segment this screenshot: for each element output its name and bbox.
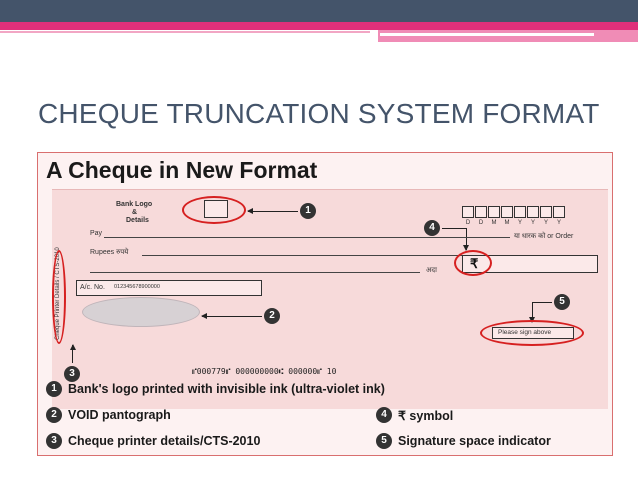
bank-logo-label-line3: Details: [126, 217, 149, 224]
date-box: [501, 206, 513, 218]
date-box: [540, 206, 552, 218]
header-accent-line: [0, 31, 370, 33]
cheque-image: Bank Logo & Details 1 D D M M Y Y Y Y 4 …: [52, 189, 608, 409]
bank-logo-label-line2: &: [132, 209, 138, 216]
void-pantograph-area: [82, 297, 200, 327]
arrow-2: [201, 313, 262, 319]
legend-text-2: VOID pantograph: [68, 408, 171, 422]
legend-badge-3: 3: [46, 433, 62, 449]
legend-text-1: Bank's logo printed with invisible ink (…: [68, 382, 385, 396]
date-box: [462, 206, 474, 218]
arrow-1: [247, 208, 298, 214]
slide-title: CHEQUE TRUNCATION SYSTEM FORMAT: [38, 98, 600, 129]
legend-text-5: Signature space indicator: [398, 434, 551, 448]
legend-item-2: 2 VOID pantograph: [46, 407, 171, 423]
account-box: [76, 280, 262, 296]
arrow-4-down: [463, 228, 469, 251]
date-box: [488, 206, 500, 218]
bank-logo-label-line1: Bank Logo: [116, 201, 153, 208]
legend-item-4: 4 ₹ symbol: [376, 407, 453, 423]
account-number: 012345678900000: [114, 284, 160, 290]
signature-highlight: [480, 320, 584, 346]
rupees-line: [142, 255, 572, 256]
legend-badge-2: 2: [46, 407, 62, 423]
date-box: [514, 206, 526, 218]
or-order-label: या धारक को or Order: [514, 233, 574, 240]
arrow-5-down: [529, 302, 535, 323]
printer-details-highlight: [52, 250, 66, 344]
arrow-3-up: [72, 345, 73, 363]
arrow-4-horizontal: [442, 228, 466, 229]
date-letter: D: [465, 220, 471, 226]
date-letter: M: [491, 220, 497, 226]
callout-5-badge: 5: [554, 294, 570, 310]
legend-item-5: 5 Signature space indicator: [376, 433, 551, 449]
legend-text-3: Cheque printer details/CTS-2010: [68, 434, 261, 448]
rupees-label: Rupees रुपये: [90, 249, 129, 256]
amount-hint: अदा: [426, 267, 437, 274]
rupee-symbol-highlight: [454, 250, 492, 276]
date-letter: Y: [517, 220, 522, 226]
callout-4-badge: 4: [424, 220, 440, 236]
header-bar: [0, 0, 638, 22]
header-accent-box: [378, 30, 638, 42]
callout-2-badge: 2: [264, 308, 280, 324]
date-letter: M: [504, 220, 510, 226]
date-letter: Y: [556, 220, 561, 226]
account-label: A/c. No.: [80, 284, 105, 291]
arrow-5-horizontal: [532, 302, 552, 303]
figure-title: A Cheque in New Format: [46, 157, 318, 183]
pay-line: [104, 237, 510, 238]
cheque-figure: A Cheque in New Format Bank Logo & Detai…: [37, 152, 613, 456]
header-accent-inner-line: [380, 33, 594, 36]
date-letter: Y: [530, 220, 535, 226]
bank-logo-highlight: [182, 196, 246, 224]
legend-badge-5: 5: [376, 433, 392, 449]
date-letter: Y: [543, 220, 548, 226]
micr-line: ⑈000779⑈ 000000000⑆ 000000⑈ 10: [192, 367, 337, 376]
date-box: [475, 206, 487, 218]
callout-1-badge: 1: [300, 203, 316, 219]
date-box: [553, 206, 565, 218]
date-letter: D: [478, 220, 484, 226]
legend-text-4: ₹ symbol: [398, 408, 454, 423]
date-box: [527, 206, 539, 218]
legend-item-1: 1 Bank's logo printed with invisible ink…: [46, 381, 385, 397]
legend-badge-1: 1: [46, 381, 62, 397]
callout-3-badge: 3: [64, 366, 80, 382]
pay-label: Pay: [90, 230, 103, 237]
legend-item-3: 3 Cheque printer details/CTS-2010: [46, 433, 260, 449]
legend-badge-4: 4: [376, 407, 392, 423]
rupees-line-2: [90, 272, 420, 273]
header-accent-bar: [0, 22, 638, 30]
